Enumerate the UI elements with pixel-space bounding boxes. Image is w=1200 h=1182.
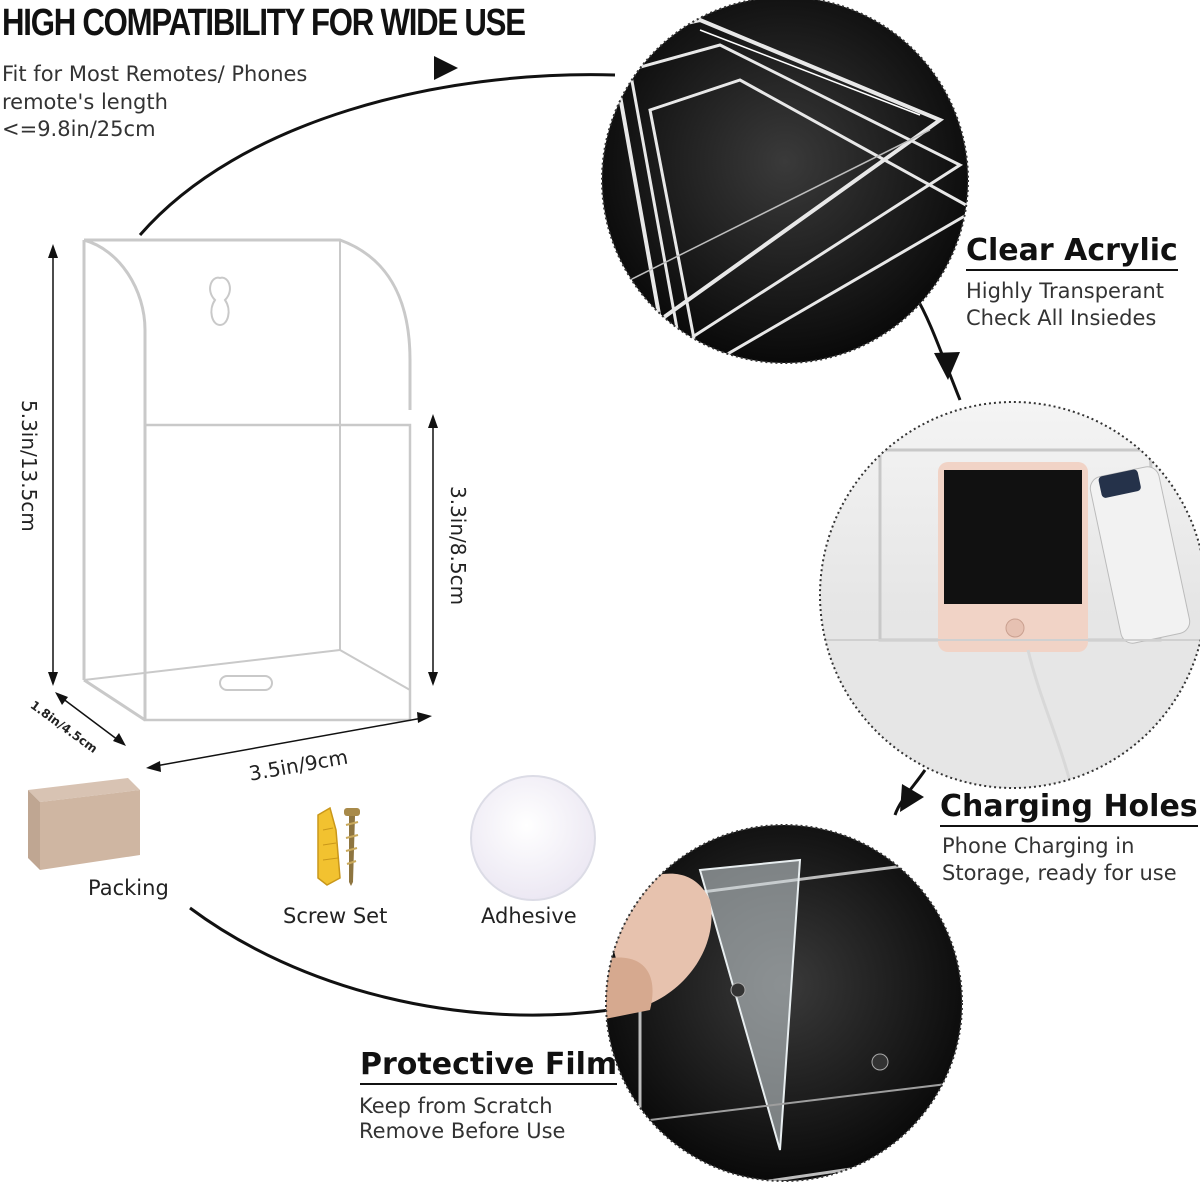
feature-protective-film-title: Protective Film [360,1047,618,1085]
feature-charging-holes-line-2: Storage, ready for use [942,861,1177,885]
packing-box-icon [28,778,140,870]
dimension-lines [48,244,438,772]
fit-line-2: remote's length [2,90,168,114]
packing-label: Packing [88,876,169,900]
height-front-label: 3.3in/8.5cm [446,486,470,606]
charging-holes-photo [819,401,1200,789]
feature-protective-film-line-2: Remove Before Use [359,1119,566,1143]
feature-clear-acrylic-title: Clear Acrylic [966,233,1178,271]
screw-set-label: Screw Set [283,904,388,928]
height-total-label: 5.3in/13.5cm [17,400,41,532]
feature-charging-holes-title: Charging Holes [940,789,1198,827]
adhesive-disc-icon [470,775,596,901]
arrow-head-right-1 [934,352,960,380]
feature-clear-acrylic-line-1: Highly Transperant [966,279,1164,303]
headline: HIGH COMPATIBILITY FOR WIDE USE [2,2,526,44]
feature-clear-acrylic-line-2: Check All Insiedes [966,306,1157,330]
feature-charging-holes-line-1: Phone Charging in [942,834,1135,858]
feature-protective-film-line-1: Keep from Scratch [359,1094,553,1118]
fit-line-3: <=9.8in/25cm [2,117,156,141]
arrow-head-top [434,56,458,80]
acrylic-holder-drawing [82,238,412,722]
screw-set-icon [317,806,360,886]
clear-acrylic-photo [601,0,969,364]
protective-film-photo [605,824,963,1182]
adhesive-label: Adhesive [481,904,577,928]
fit-line-1: Fit for Most Remotes/ Phones [2,62,308,86]
arrow-head-right-2 [900,784,924,812]
